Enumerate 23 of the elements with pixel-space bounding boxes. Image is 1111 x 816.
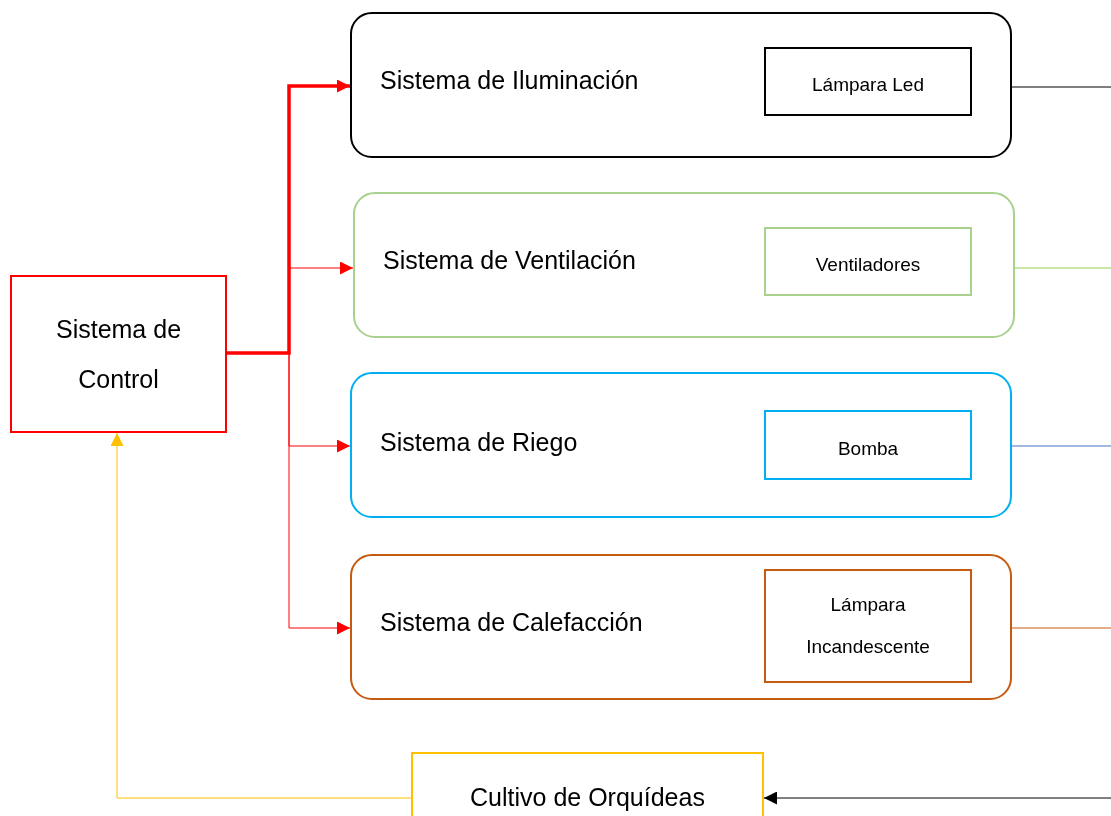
connector-arrow bbox=[110, 432, 412, 799]
box-label: Ventiladores bbox=[815, 253, 921, 278]
system-box bbox=[350, 372, 1012, 518]
component-box bbox=[764, 227, 972, 296]
box-label: Bomba bbox=[837, 436, 899, 461]
connector-arrow bbox=[763, 791, 1111, 805]
crop-box bbox=[411, 752, 764, 816]
control-box bbox=[10, 275, 227, 433]
component-box bbox=[764, 410, 972, 480]
system-box bbox=[350, 12, 1012, 158]
component-box bbox=[764, 569, 972, 683]
box-label: Lámpara Incandescente bbox=[805, 593, 931, 659]
system-box bbox=[350, 554, 1012, 700]
box-label: Cultivo de Orquídeas bbox=[470, 781, 705, 813]
system-label: Sistema de Iluminación bbox=[379, 65, 639, 96]
system-label: Sistema de Calefacción bbox=[379, 607, 643, 638]
box-label: Sistema de Control bbox=[54, 314, 183, 395]
system-label: Sistema de Riego bbox=[379, 427, 578, 458]
box-label: Lámpara Led bbox=[812, 73, 924, 98]
component-box bbox=[764, 47, 972, 116]
system-box bbox=[353, 192, 1015, 338]
system-label: Sistema de Ventilación bbox=[382, 245, 636, 276]
connector-arrow bbox=[227, 79, 350, 355]
